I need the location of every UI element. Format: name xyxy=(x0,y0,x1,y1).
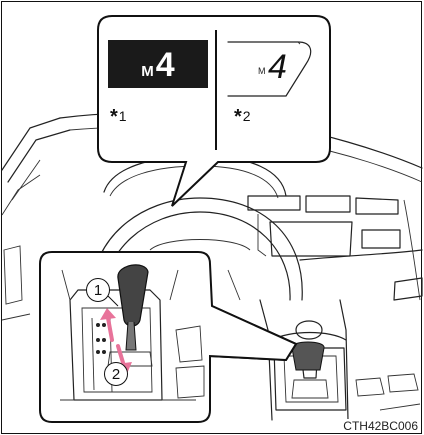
footnote-2: * 2 xyxy=(234,108,251,126)
gear-display-digital: M 4 xyxy=(108,40,208,88)
mode-letter: M xyxy=(141,64,154,79)
mode-letter-analog: M xyxy=(258,66,266,76)
footnote-number: 2 xyxy=(243,108,251,124)
callout-number-1: 1 xyxy=(86,278,110,302)
callout-number-2: 2 xyxy=(104,362,128,386)
footnote-star: * xyxy=(110,108,118,126)
gear-number: 4 xyxy=(156,48,175,82)
footnote-1: * 1 xyxy=(110,108,127,126)
image-code-caption: CTH42BC006 xyxy=(341,419,418,433)
gear-number-analog: 4 xyxy=(268,48,287,87)
footnote-number: 1 xyxy=(119,108,127,124)
footnote-star: * xyxy=(234,108,242,126)
